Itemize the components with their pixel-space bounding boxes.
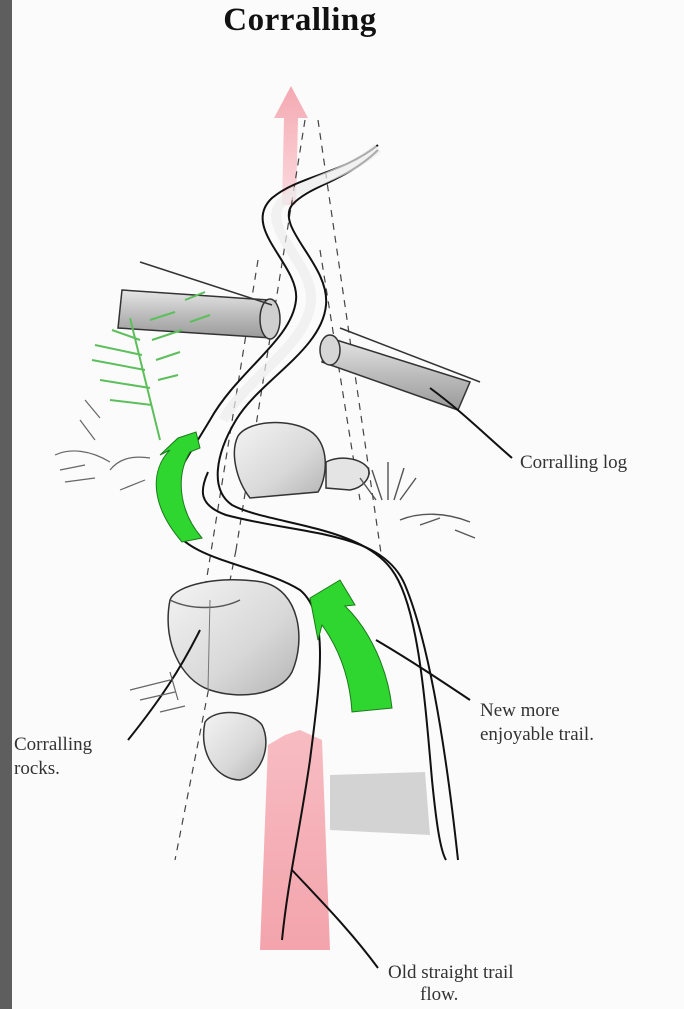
label-corralling-rocks-line2: rocks.: [14, 758, 60, 780]
vegetation-grass-right: [360, 462, 475, 538]
trail-shadow: [330, 772, 430, 835]
vegetation-sketch-bottom: [130, 672, 185, 712]
diagram-title: Corralling: [0, 2, 600, 39]
corralling-rock-lower: [168, 580, 299, 695]
label-old-trail-line1: Old straight trail: [388, 962, 514, 984]
label-new-trail-line1: New more: [480, 700, 560, 722]
corralling-rock-small: [204, 713, 266, 780]
log-label-leader: [430, 388, 512, 458]
label-corralling-rocks-line1: Corralling: [14, 734, 92, 756]
corralling-rock-middle: [234, 423, 368, 499]
vegetation-sketch-left: [55, 400, 150, 490]
old-flow-arrow-bottom: [260, 730, 330, 950]
new-flow-arrow-lower: [310, 580, 392, 712]
label-old-trail-line2: flow.: [420, 984, 458, 1006]
label-corralling-logs: Corralling log: [520, 452, 627, 474]
new-flow-arrow-upper: [156, 432, 202, 542]
label-new-trail-line2: enjoyable trail.: [480, 724, 594, 746]
